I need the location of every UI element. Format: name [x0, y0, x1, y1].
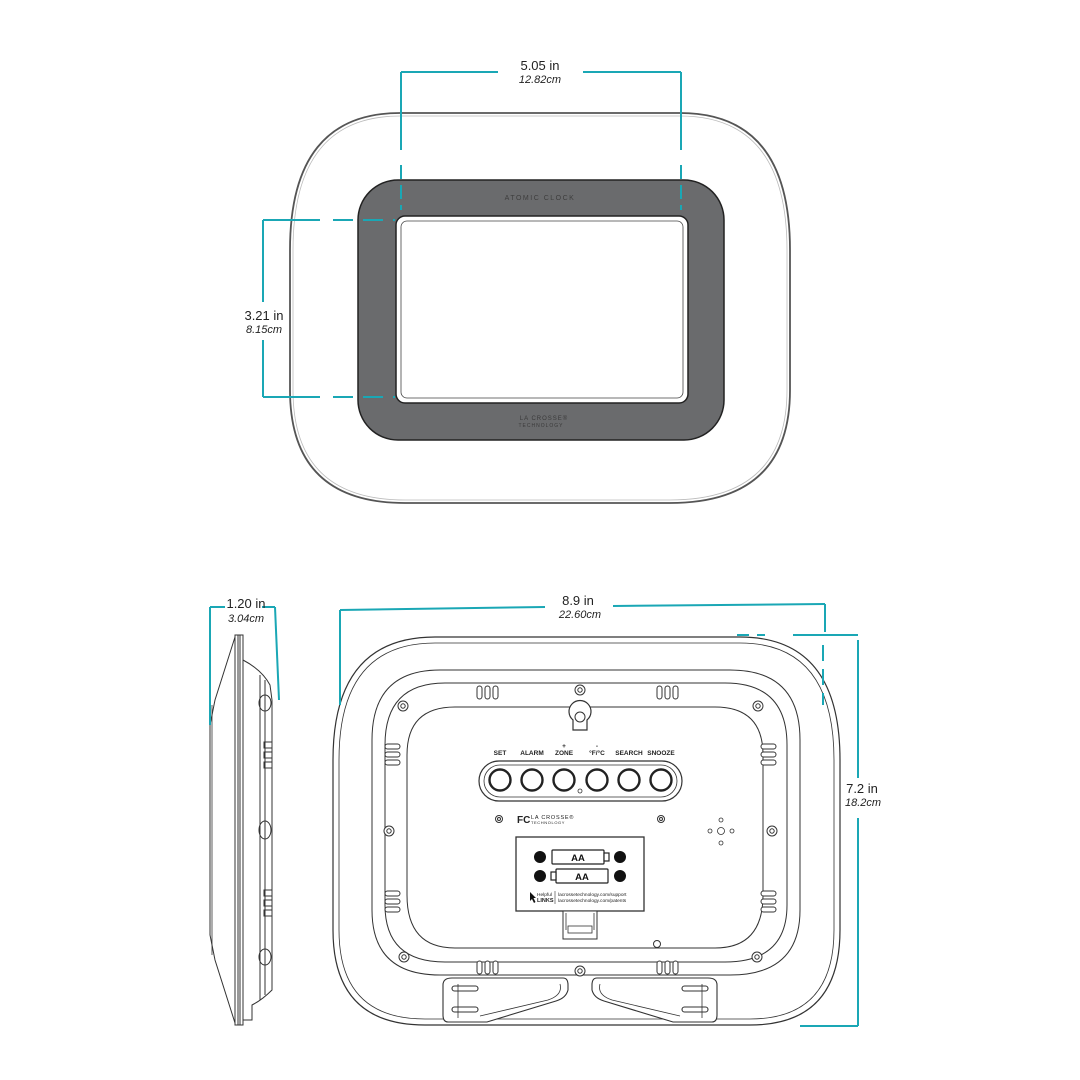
- back-view: SET ALARM + ZONE - °F/°C SEARCH SNOOZE F…: [332, 593, 881, 1027]
- button-temp-unit-label: °F/°C: [589, 749, 605, 757]
- speaker-holes: [707, 817, 735, 846]
- back-housing-outline: [332, 636, 841, 1026]
- side-depth-inches: 1.20 in: [226, 596, 265, 611]
- button-snooze-label: SNOOZE: [647, 750, 675, 757]
- fcc-mark: FC: [517, 815, 530, 826]
- button-search[interactable]: SEARCH: [615, 750, 643, 792]
- back-brand-line2: TECHNOLOGY: [531, 820, 565, 825]
- side-depth-dimension: [209, 606, 280, 725]
- side-depth-cm: 3.04cm: [228, 613, 264, 625]
- battery-1-label: AA: [571, 853, 585, 864]
- front-width-cm: 12.82cm: [519, 74, 561, 86]
- button-temp-unit[interactable]: - °F/°C: [585, 743, 609, 792]
- display-window: [395, 215, 689, 404]
- links-label: LINKS: [537, 898, 554, 904]
- front-view: ATOMIC CLOCK LA CROSSE® TECHNOLOGY 5.05 …: [244, 58, 791, 504]
- front-width-dimension: [400, 71, 682, 210]
- button-zone-label: ZONE: [555, 750, 574, 757]
- cursor-arrow-icon: [530, 892, 536, 903]
- button-zone[interactable]: + ZONE: [552, 743, 576, 792]
- button-set[interactable]: SET: [488, 750, 512, 792]
- support-link[interactable]: lacrossetechnology.com/support: [558, 892, 627, 898]
- button-temp-unit-modifier: -: [596, 743, 598, 750]
- back-width-cm: 22.60cm: [558, 609, 601, 621]
- front-height-cm: 8.15cm: [246, 324, 282, 336]
- button-search-label: SEARCH: [615, 750, 643, 757]
- patents-link[interactable]: lacrossetechnology.com/patents: [558, 898, 627, 904]
- button-alarm[interactable]: ALARM: [520, 750, 544, 792]
- face-label: ATOMIC CLOCK: [505, 195, 576, 202]
- back-width-inches: 8.9 in: [562, 593, 594, 608]
- side-view: [209, 634, 273, 1026]
- battery-compartment[interactable]: AA AA Helpful LINKS lacrossetechnology.c…: [515, 836, 645, 940]
- back-width-dimension: [339, 603, 826, 705]
- front-height-dimension: [262, 219, 395, 398]
- button-zone-modifier: +: [562, 743, 566, 750]
- battery-slot-1: AA: [551, 849, 610, 865]
- back-brand-line1: LA CROSSE®: [531, 814, 574, 821]
- battery-slot-2: AA: [550, 868, 609, 884]
- back-height-dimension: [737, 634, 859, 1027]
- front-width-inches: 5.05 in: [520, 58, 559, 73]
- front-brand-line2: TECHNOLOGY: [518, 423, 563, 429]
- back-height-inches: 7.2 in: [846, 781, 878, 796]
- battery-2-label: AA: [575, 872, 589, 883]
- fold-out-stand[interactable]: [442, 977, 718, 1023]
- helpful-label: Helpful: [537, 892, 552, 898]
- front-height-inches: 3.21 in: [244, 308, 283, 323]
- back-height-cm: 18.2cm: [845, 797, 881, 809]
- button-alarm-label: ALARM: [520, 750, 543, 757]
- front-brand-line1: LA CROSSE®: [520, 415, 568, 422]
- button-snooze[interactable]: SNOOZE: [647, 750, 675, 792]
- button-set-label: SET: [494, 750, 507, 757]
